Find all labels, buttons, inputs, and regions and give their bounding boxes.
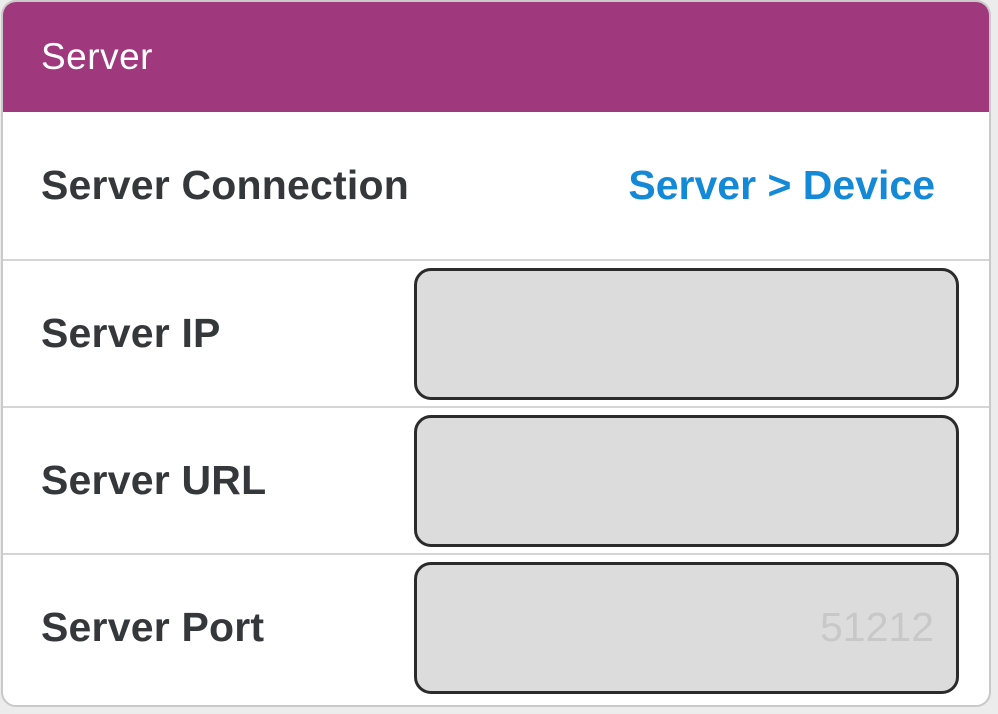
row-server-url: Server URL [3,406,989,553]
server-port-label: Server Port [41,604,265,650]
server-ip-label: Server IP [41,310,221,356]
server-url-label: Server URL [41,457,267,503]
server-connection-label: Server Connection [41,162,409,208]
row-server-port: Server Port [3,553,989,700]
server-ip-input[interactable] [414,267,959,400]
server-connection-value[interactable]: Server > Device [628,162,935,208]
page-title: Server [41,36,153,77]
card-header: Server [3,2,989,112]
row-server-ip: Server IP [3,259,989,406]
server-url-input[interactable] [414,414,959,547]
server-port-input[interactable] [414,561,959,694]
row-server-connection[interactable]: Server Connection Server > Device [3,112,989,259]
